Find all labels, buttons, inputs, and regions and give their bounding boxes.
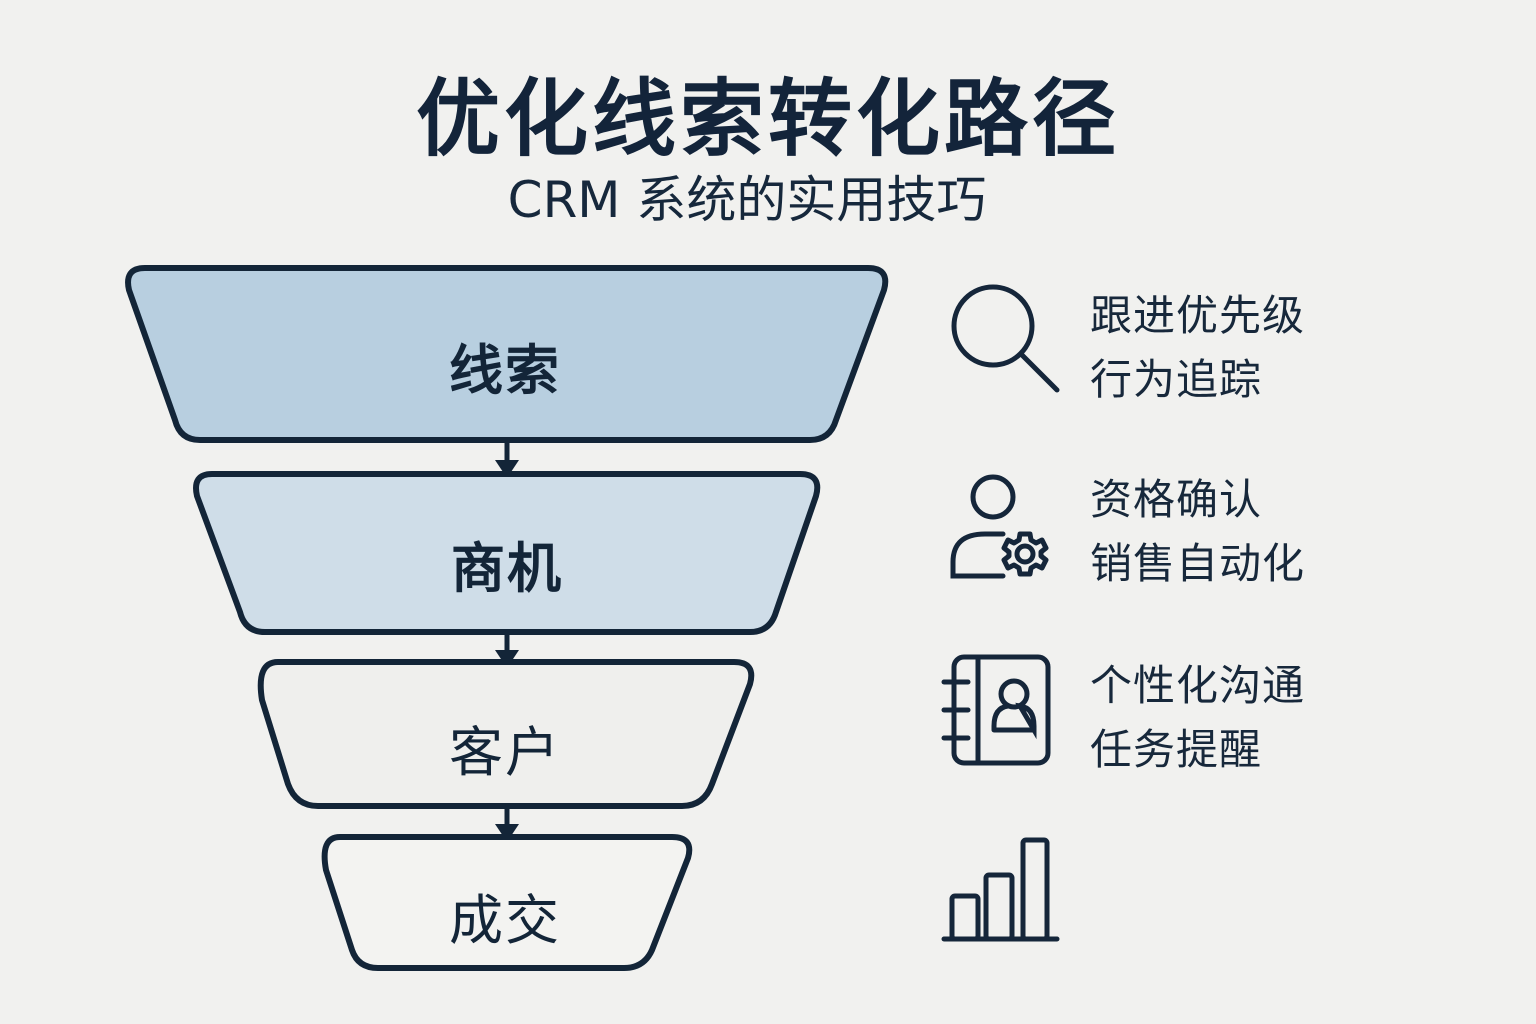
tip-line: 销售自动化 bbox=[1090, 539, 1306, 588]
stage-label-opportunities: 商机 bbox=[451, 537, 563, 600]
search-icon bbox=[951, 284, 1060, 393]
stage-label-customers: 客户 bbox=[449, 721, 561, 784]
tip-text-priority: 跟进优先级 行为追踪 bbox=[1090, 284, 1305, 412]
tip-text-qualification: 资格确认 销售自动化 bbox=[1090, 468, 1305, 596]
tip-line: 跟进优先级 bbox=[1090, 291, 1306, 340]
funnel-arrowhead-1 bbox=[495, 460, 519, 478]
tip-line: 行为追踪 bbox=[1090, 355, 1263, 404]
funnel-stage-deals bbox=[321, 834, 693, 971]
stage-label-leads: 线索 bbox=[449, 339, 561, 402]
tip-text-communication: 个性化沟通 任务提醒 bbox=[1090, 654, 1305, 782]
tip-line: 任务提醒 bbox=[1090, 725, 1263, 774]
stage-label-deals: 成交 bbox=[449, 889, 561, 952]
funnel-stage-opportunities bbox=[193, 471, 821, 635]
page-title: 优化线索转化路径 bbox=[415, 70, 1120, 168]
tip-line: 个性化沟通 bbox=[1090, 661, 1306, 710]
funnel-stage-leads bbox=[125, 265, 889, 443]
bar-chart-icon bbox=[941, 837, 1060, 942]
funnel-arrowhead-3 bbox=[495, 824, 519, 842]
contact-book-icon bbox=[941, 654, 1051, 766]
funnel-stage-customers bbox=[257, 659, 755, 809]
page-subtitle: CRM 系统的实用技巧 bbox=[507, 171, 987, 229]
tip-line: 资格确认 bbox=[1090, 475, 1263, 524]
user-gear-icon bbox=[950, 474, 1049, 579]
